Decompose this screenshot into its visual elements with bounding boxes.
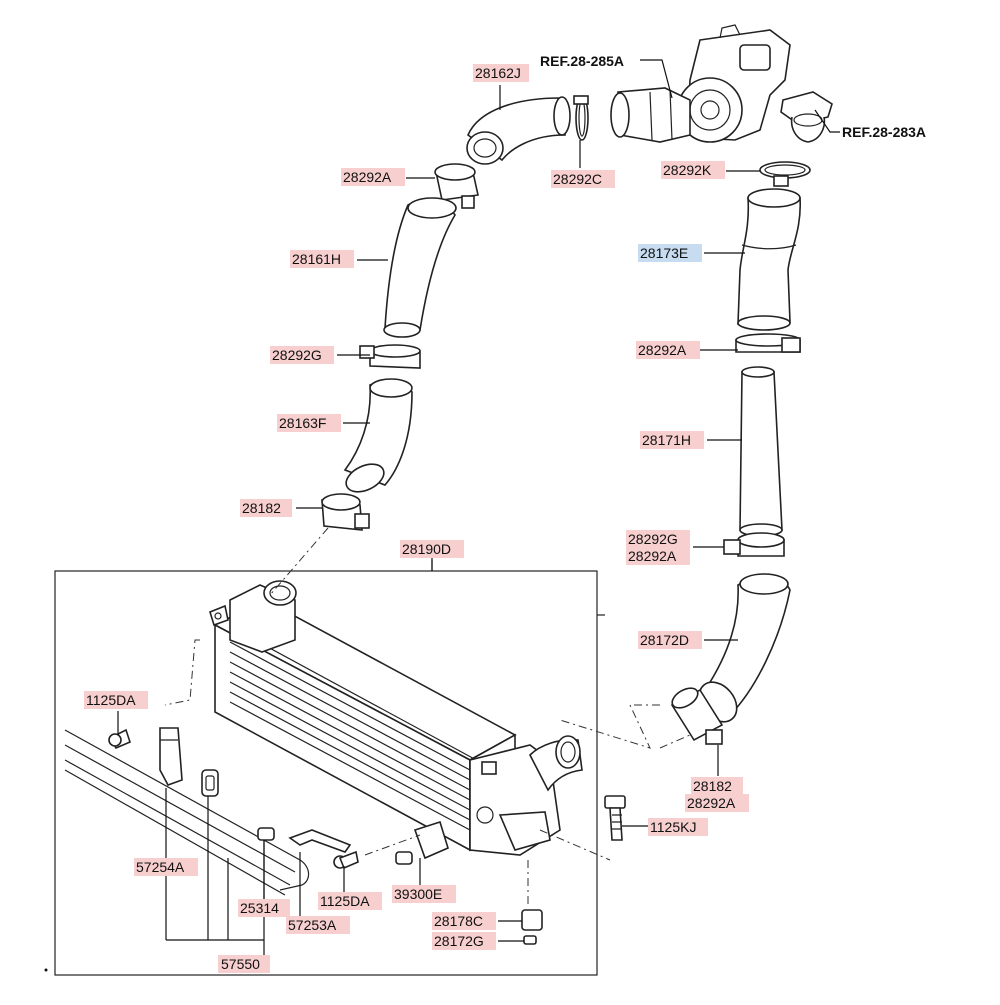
part-label-28182-2[interactable]: 28182 [693,778,732,794]
label-bg-28171h [640,431,704,449]
label-bg-57550 [218,955,270,973]
part-label-28171h[interactable]: 28171H [642,432,691,448]
bolt-1125kj [604,795,626,841]
label-bg-28292a-3 [626,547,690,565]
ref-label-28-285a: REF.28-285A [540,53,624,69]
pipe-28171h [739,366,783,537]
part-label-25314[interactable]: 25314 [240,900,279,916]
part-label-28190d[interactable]: 28190D [402,541,451,557]
hose-28163f [343,378,413,493]
flow-lines [164,527,691,908]
label-bg-28161h [290,250,354,268]
intercooler-inlet-tank [209,580,297,653]
label-bg-28292c [551,170,615,188]
part-label-28178c[interactable]: 28178C [434,913,483,929]
cap-28172g [523,935,537,945]
label-bg-28190d [400,540,464,558]
label-bg-39300e [392,885,456,903]
part-label-1125da-2[interactable]: 1125DA [320,893,370,909]
clamp-28182-left [321,493,370,531]
bolt-1125da-left [108,728,131,750]
turbocharger [610,24,791,143]
hose-28161h [383,197,457,338]
part-label-28292c[interactable]: 28292C [553,171,602,187]
hose-28162j [466,96,571,165]
clamp-28182-right [670,687,724,745]
part-label-39300e[interactable]: 39300E [394,886,442,902]
part-label-57550[interactable]: 57550 [221,956,260,972]
label-bg-28172g [432,932,496,950]
intercooler-group-frame [54,570,598,976]
label-bg-28292g-2 [626,530,690,548]
part-label-28162j[interactable]: 28162J [475,65,521,81]
leader-lines [117,59,840,955]
label-bg-28182-2 [691,777,743,795]
bracket-57254a [159,727,183,786]
label-bg-25314 [238,899,290,917]
label-bg-28162j [473,64,529,82]
cap-28178c [521,909,543,931]
label-bg-28292a-4 [685,794,749,812]
sensor-39300e [395,820,449,865]
part-label-28292a-4[interactable]: 28292A [687,795,736,811]
hose-28173e [737,188,801,331]
part-label-28292g-1[interactable]: 28292G [272,347,322,363]
label-bg-57253a [286,916,350,934]
turbo-outlet-flange [780,91,833,143]
grommet [201,769,219,797]
part-label-28292a-3[interactable]: 28292A [628,548,677,564]
part-label-1125da-1[interactable]: 1125DA [86,692,136,708]
label-bg-28292a-1 [341,168,405,186]
label-bg-28292k [661,161,725,179]
label-bg-28178c [432,912,496,930]
dot-mark [44,968,48,972]
clamp-28292a-upper-left [434,163,479,209]
part-label-28163f[interactable]: 28163F [279,415,326,431]
part-labels: REF.28-285A REF.28-283A 28162J 28292A 28… [84,53,926,973]
clip-25314 [257,827,275,841]
label-bg-28182-1 [240,499,292,517]
part-label-28172d[interactable]: 28172D [640,632,689,648]
part-label-28161h[interactable]: 28161H [292,251,341,267]
part-label-28172g[interactable]: 28172G [434,933,484,949]
bolt-1125da-right [333,850,359,870]
label-bg-1125da-2 [318,892,382,910]
clamp-28292c [573,95,589,141]
part-label-28292k[interactable]: 28292K [663,162,712,178]
part-label-28173e[interactable]: 28173E [640,245,688,261]
ref-label-28-283a: REF.28-283A [842,124,926,140]
label-bg-28292a-2 [636,341,700,359]
clamp-28292k [759,161,811,187]
clamp-28292a-right [735,333,801,353]
part-label-28182-1[interactable]: 28182 [242,500,281,516]
intercooler-outlet-tank [469,735,583,856]
label-bg-28172d [638,631,702,649]
clamp-28292g-right [723,532,785,557]
label-bg-28292g-1 [270,346,334,364]
clamp-28292g-left [359,344,421,369]
part-label-28292g-2[interactable]: 28292G [628,531,678,547]
label-bg-57254a [134,858,198,876]
label-bg-28163f [277,414,341,432]
part-label-28292a-1[interactable]: 28292A [343,169,392,185]
part-label-28292a-2[interactable]: 28292A [638,342,687,358]
part-label-57254a[interactable]: 57254A [136,859,185,875]
label-bg-1125da-1 [84,691,148,709]
label-bg-28173e [638,244,702,262]
label-bg-1125kj [648,818,708,836]
part-label-1125kj[interactable]: 1125KJ [650,819,696,835]
part-label-57253a[interactable]: 57253A [288,917,337,933]
